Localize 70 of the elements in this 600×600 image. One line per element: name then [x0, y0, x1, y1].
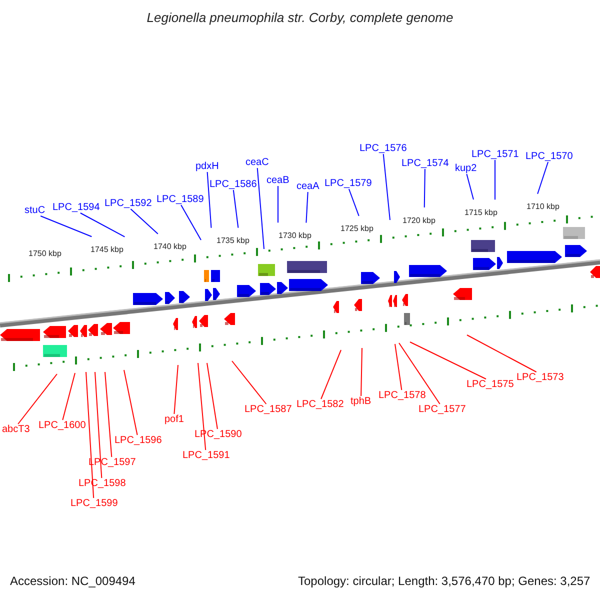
gene-label: pdxH [196, 161, 219, 172]
leader-line [382, 154, 390, 220]
gene-label: ceaC [246, 157, 269, 168]
gene-label: LPC_1570 [526, 151, 573, 162]
leader-line [180, 204, 202, 240]
gene-label: ceaB [266, 175, 290, 186]
leader-line [256, 168, 264, 250]
gene-label: LPC_1594 [52, 202, 100, 213]
gene-label: abcT3 [2, 424, 30, 435]
gene-label: tphB [350, 396, 372, 407]
leader-line [424, 168, 426, 208]
footer-text: Topology: circular; Length: 3,576,470 bp; Genes: 3,257 [298, 576, 590, 587]
gene-label: LPC_1600 [38, 420, 86, 431]
leader-line [80, 212, 126, 238]
leader-line [198, 362, 206, 450]
footer-text: Accession: NC_009494 [10, 576, 136, 587]
gene-label: LPC_1571 [472, 149, 519, 160]
scale-label: 1720 kbp [402, 216, 436, 225]
gene-label: LPC_1586 [210, 179, 257, 190]
gene-label: LPC_1578 [378, 390, 426, 401]
leader-line [232, 360, 267, 404]
scale-label: 1725 kbp [340, 224, 374, 233]
gene-label: LPC_1592 [104, 198, 152, 209]
leader-line [124, 370, 138, 436]
gene-label: LPC_1579 [324, 178, 372, 189]
scale-label: 1710 kbp [526, 202, 560, 211]
leader-line [18, 374, 58, 424]
leader-line [306, 192, 308, 224]
leader-line [206, 172, 212, 228]
leader-line [94, 372, 102, 478]
leader-line [466, 334, 537, 372]
scale-label: 1735 kbp [216, 236, 250, 245]
leader-line [86, 372, 94, 498]
scale-label: 1715 kbp [464, 208, 498, 217]
leader-line [62, 372, 76, 420]
gene-label: LPC_1587 [244, 404, 292, 415]
leader-line [410, 342, 486, 380]
leader-line [348, 188, 360, 216]
gene-label: stuC [24, 205, 46, 216]
gene-label: LPC_1589 [156, 194, 204, 205]
leader-line [130, 208, 158, 234]
leader-line [537, 162, 549, 194]
gene-label: LPC_1596 [114, 435, 162, 446]
leader-line [398, 342, 440, 404]
scale-label: 1740 kbp [154, 242, 186, 251]
gene-label: LPC_1574 [402, 158, 449, 169]
gene-label: pof1 [164, 414, 184, 425]
leader-line [360, 348, 362, 396]
leader-line [232, 190, 239, 228]
leader-line [394, 344, 402, 390]
leader-line [174, 364, 178, 414]
gene-label: LPC_1599 [70, 498, 118, 509]
gene-label: LPC_1573 [516, 372, 564, 383]
gene-label: kup2 [455, 163, 477, 174]
gene-label: LPC_1591 [182, 450, 230, 461]
gene-label: ceaA [296, 181, 320, 192]
leader-line [466, 174, 474, 200]
scale-label: 1730 kbp [278, 231, 312, 240]
gene-label: LPC_1577 [418, 404, 466, 415]
gene-label: LPC_1576 [360, 143, 407, 154]
gene-label: LPC_1582 [296, 399, 344, 410]
leader-line [494, 160, 496, 200]
leader-line [320, 350, 342, 400]
leader-line [40, 216, 92, 238]
leader-line [206, 362, 218, 430]
gene-label: LPC_1575 [466, 379, 514, 390]
scale-label: 1745 kbp [90, 245, 124, 254]
scale-label: 1750 kbp [28, 249, 62, 258]
leader-line [104, 372, 112, 458]
title: Legionella pneumophila str. Corby, complete genome [146, 10, 454, 25]
